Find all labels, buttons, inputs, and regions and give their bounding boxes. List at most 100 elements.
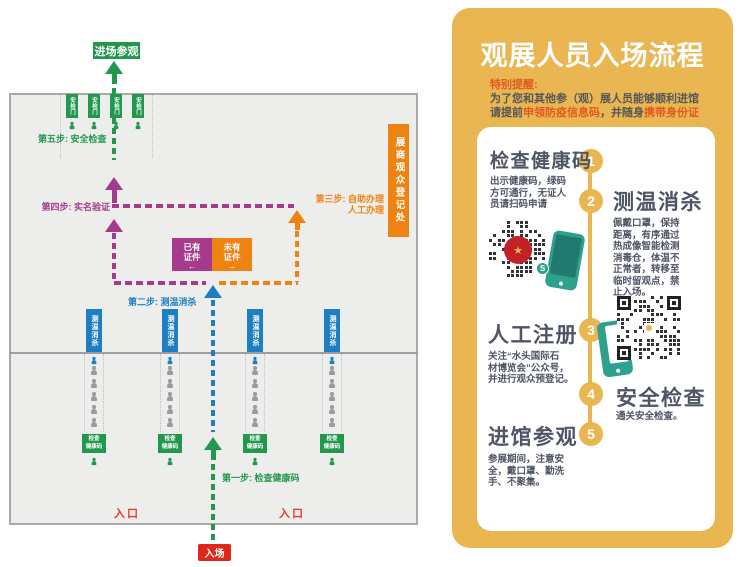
path-step2-blue (211, 300, 215, 432)
reminder-line1: 为了您和其他参（观）展人员能够顺利进馆 (490, 93, 699, 105)
person-icon (252, 356, 258, 365)
wechat-qr-code (617, 296, 681, 360)
special-reminder: 特别提醒: 为了您和其他参（观）展人员能够顺利进馆 请提前申领防疫信息码，并随身… (490, 78, 722, 120)
reminder-part: ，并随身 (600, 107, 644, 119)
check-line2: 健康码 (323, 443, 341, 450)
step1-label: 第一步: 检查健康码 (222, 473, 300, 483)
step1-title: 检查健康码 (490, 151, 593, 172)
steps-card: 1 2 3 4 5 检查健康码 出示健康码，绿码 方可通行，无证人 员请扫码申请… (477, 127, 715, 531)
gate-label: 安检门 (91, 97, 97, 115)
emblem-star: ★ (513, 244, 523, 257)
health-qr-code: ★ S (489, 221, 549, 279)
qr-logo (644, 323, 654, 333)
gate-label: 安检门 (69, 97, 75, 115)
queue-column: 测温消杀 检查 健康码 (240, 309, 270, 479)
queue-persons (317, 366, 347, 427)
green-arrow-stem (111, 74, 117, 84)
person-icon (251, 366, 259, 375)
no-credential-line2: 证件 (223, 252, 241, 263)
person-icon (328, 366, 336, 375)
path-junction-purple (114, 281, 206, 285)
person-icon (69, 121, 75, 130)
queue-lane (322, 354, 342, 432)
path-step3-vertical (295, 231, 299, 282)
person-icon (328, 379, 336, 388)
step-number-badge: 2 (579, 189, 603, 213)
gate-label: 安检门 (135, 97, 141, 115)
step3-desc: 关注“水头国际石 材博览会”公众号， 并进行观众预登记。 (488, 351, 574, 385)
person-icon (90, 392, 98, 401)
step3-line2: 人工办理 (347, 205, 384, 215)
check-line1: 检查 (88, 436, 100, 442)
has-credential-line1: 已有 (183, 242, 201, 252)
health-code-check-sign: 检查 健康码 (82, 434, 106, 453)
orange-arrow-stem (294, 223, 300, 230)
person-icon (90, 418, 98, 427)
reminder-part-highlight: 携带身份证 (644, 107, 699, 119)
person-icon (166, 418, 174, 427)
entrance-label: 入口 (114, 508, 140, 520)
person-icon (91, 457, 97, 466)
check-line1: 检查 (249, 436, 261, 442)
health-code-check-sign: 检查 健康码 (158, 434, 182, 453)
left-arrow-icon: ← (188, 262, 196, 272)
person-icon (251, 405, 259, 414)
queue-lane (160, 354, 180, 432)
gate-label: 安检门 (113, 97, 119, 115)
reminder-part-highlight: 申领防疫信息码 (523, 107, 600, 119)
temp-disinfect-sign: 测温消杀 (162, 309, 178, 352)
person-icon (166, 405, 174, 414)
person-icon (329, 356, 335, 365)
person-icon (166, 392, 174, 401)
person-icon (328, 418, 336, 427)
no-credential-line1: 未有 (223, 242, 241, 252)
reminder-part: 请提前 (490, 107, 523, 119)
health-code-check-sign: 检查 健康码 (243, 434, 267, 453)
queue-column: 测温消杀 检查 健康码 (317, 309, 347, 479)
green-arrow-icon (105, 61, 123, 74)
path-step4-horizontal (112, 204, 294, 208)
purple-arrow-stem (111, 190, 117, 203)
no-credential-box: 未有 证件 → (212, 238, 252, 271)
entry-sign: 入场 (198, 544, 231, 561)
reminder-title: 特别提醒: (490, 79, 538, 91)
check-line2: 健康码 (246, 443, 264, 450)
registration-desk: 展商观众登记处 (388, 124, 409, 237)
queue-persons (79, 366, 109, 427)
entry-label: 入场 (204, 549, 225, 560)
temp-disinfect-label: 测温消杀 (252, 314, 259, 347)
entrance-label: 入口 (279, 508, 305, 520)
security-gate: 安检门 (66, 94, 78, 118)
person-icon (91, 356, 97, 365)
queue-column: 测温消杀 检查 健康码 (79, 309, 109, 479)
qr-finder (667, 296, 681, 310)
check-line1: 检查 (164, 436, 176, 442)
lane-line (60, 95, 61, 158)
entry-process-panel: 观展人员入场流程 特别提醒: 为了您和其他参（观）展人员能够顺利进馆 请提前申领… (452, 8, 733, 548)
orange-arrow-icon (288, 210, 306, 223)
path-step1-green (211, 464, 215, 544)
person-icon (167, 457, 173, 466)
check-line1: 检查 (326, 436, 338, 442)
step-number-badge: 1 (579, 149, 603, 173)
path-step5-green (112, 88, 116, 160)
step4-title: 安全检查 (616, 387, 706, 410)
step4-desc: 通关安全检查。 (616, 411, 683, 422)
national-emblem-icon: ★ (504, 236, 532, 264)
right-arrow-icon: → (228, 262, 236, 272)
step5-desc: 参展期间，注意安 全，戴口罩、勤洗 手、不聚集。 (488, 454, 565, 488)
temp-disinfect-sign: 测温消杀 (247, 309, 263, 352)
check-line2: 健康码 (85, 443, 103, 450)
security-gate: 安检门 (110, 94, 122, 118)
qr-finder (617, 296, 631, 310)
person-icon (90, 379, 98, 388)
temp-disinfect-sign: 测温消杀 (86, 309, 102, 352)
temp-disinfect-label: 测温消杀 (329, 314, 336, 347)
step5-title: 进馆参观 (488, 426, 578, 449)
health-logo-icon: S (536, 262, 549, 275)
step1-desc: 出示健康码，绿码 方可通行，无证人 员请扫码申请 (490, 176, 567, 210)
check-line2: 健康码 (161, 443, 179, 450)
has-credential-box: 已有 证件 ← (172, 238, 212, 271)
person-icon (251, 379, 259, 388)
